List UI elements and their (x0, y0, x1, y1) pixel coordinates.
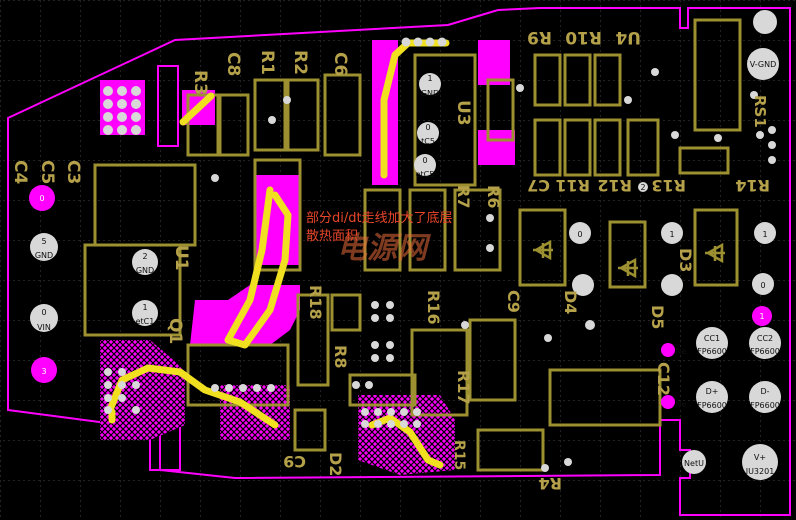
silk-d5: D5 (648, 305, 667, 329)
pad-gnd2-label: GND (136, 266, 154, 275)
silk-d4: D4 (561, 290, 580, 314)
silk-r2: R2 (290, 50, 310, 75)
silk-r16: R16 (424, 290, 443, 325)
pad-1a: 1 (669, 230, 674, 239)
pad-etc1-label: etC1 (136, 317, 155, 326)
silk-c4: C4 (10, 160, 30, 184)
silk-d2: D2 (326, 452, 345, 476)
annotation-line-1: 部分di/dt走线加大了底层 (306, 210, 453, 226)
silk-r10: R10 (565, 27, 602, 47)
silk-u1: U1 (171, 245, 191, 271)
pad-vplus-net: IU3201 (746, 467, 775, 476)
diode-symbols (533, 239, 725, 279)
pad-vin-label: VIN (37, 323, 51, 332)
via-arrays (103, 37, 776, 472)
pad-cc1: CC1 (704, 334, 720, 343)
pad-dp: D+ (706, 387, 719, 396)
pad-1b: 1 (762, 230, 767, 239)
pad-dm-net: FP6600 (750, 401, 780, 410)
pad-cc1-net: FP6600 (697, 347, 727, 356)
watermark-text: 电源网 (337, 231, 431, 266)
silk-r7: R7 (454, 185, 473, 208)
silk-r8: R8 (331, 345, 350, 368)
pad-dm: D- (760, 387, 769, 396)
silk-r17: R17 (454, 370, 473, 405)
pad-gnd5-label: GND (35, 251, 53, 260)
silk-r1: R1 (257, 50, 277, 75)
pad-ne1: Ne (676, 347, 687, 356)
pad-gnd1-num: 1 (427, 74, 432, 83)
annotation: 部分di/dt走线加大了底层 散热面积 (306, 210, 453, 244)
pad-gnd5-num: 5 (41, 237, 46, 246)
pad-vplus: V+ (754, 453, 766, 462)
pad-2: 2 (640, 183, 645, 192)
pad-dp-net: FP6600 (697, 401, 727, 410)
silk-r15: R15 (451, 440, 467, 470)
pad-1c: 1 (759, 312, 764, 321)
silk-r6: R6 (484, 185, 503, 208)
silk-d3: D3 (676, 248, 695, 272)
silk-c6: C6 (330, 52, 350, 76)
pad-etc1-num: 1 (142, 303, 147, 312)
pad-c5a-label: tC5 (421, 137, 435, 146)
component-outlines (83, 18, 742, 472)
silk-r18: R18 (306, 285, 325, 320)
pad-c5a-num: 0 (425, 123, 430, 132)
board-outline (7, 7, 791, 516)
pad-vin-num: 0 (41, 308, 46, 317)
pad-netu: NetU (684, 459, 704, 468)
pad-0-num: 0 (39, 194, 44, 203)
annotation-line-2: 散热面积 (306, 229, 358, 244)
pad-cc2: CC2 (757, 334, 773, 343)
silk-r4: R4 (539, 474, 562, 493)
silk-r3: R3 (190, 70, 210, 95)
silk-r14: R14 (735, 176, 770, 195)
pad-cc2-net: FP6600 (750, 347, 780, 356)
copper-tracks (106, 39, 450, 469)
pad-gnd1-label: GND (421, 89, 439, 98)
silk-c8: C8 (223, 52, 243, 76)
silk-u4: U4 (615, 27, 641, 47)
board-cutout-left (157, 65, 179, 147)
silk-r12: R12 (597, 176, 632, 195)
pad-c5b-label: etC5 (416, 170, 435, 179)
silk-c7: C7 (527, 176, 550, 195)
silk-r13: R13 (651, 176, 686, 195)
pad-0a: 0 (577, 230, 582, 239)
silk-u3: U3 (453, 100, 473, 126)
silk-r11: R11 (555, 176, 590, 195)
silk-c3: C3 (63, 160, 83, 184)
pad-vgnd-label: V-GND (750, 60, 777, 69)
pad-ne2: Ne (676, 400, 687, 409)
silk-c12: C12 (654, 362, 673, 396)
silk-r9: R9 (527, 27, 552, 47)
silk-q1: Q1 (165, 318, 185, 344)
pad-c5b-num: 0 (422, 156, 427, 165)
pad-3-label: 3 (41, 367, 46, 376)
silk-c9: C9 (283, 452, 306, 471)
pad-0b: 0 (760, 281, 765, 290)
silk-c9b: C9 (504, 290, 523, 313)
silk-c5: C5 (37, 160, 57, 184)
pad-gnd2-num: 2 (142, 252, 147, 261)
silk-rs1: RS1 (751, 95, 769, 128)
round-pads (29, 10, 781, 480)
